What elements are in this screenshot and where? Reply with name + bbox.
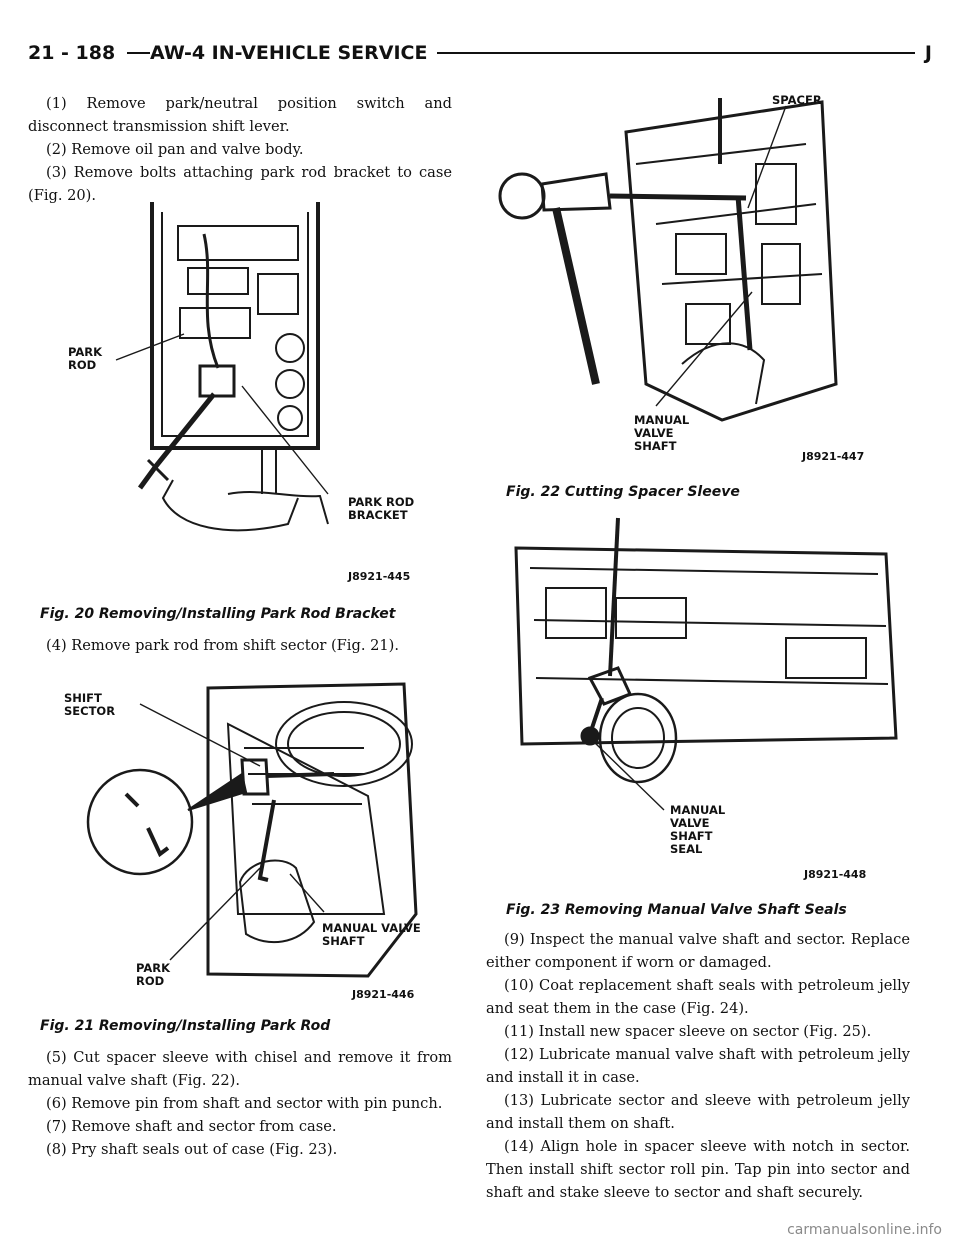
figure-code: J8921-447 <box>802 450 865 463</box>
label-park-rod: PARK ROD <box>68 345 103 372</box>
step-8: (8) Pry shaft seals out of case (Fig. 23… <box>46 1141 338 1158</box>
step-6: (6) Remove pin from shaft and sector wit… <box>46 1095 443 1112</box>
figure-21: SHIFT SECTOR MANUAL VALVE SHAFT PARK ROD… <box>28 664 452 1018</box>
page-number: 21 - 188 <box>28 38 128 68</box>
figure-20: PARK ROD PARK ROD BRACKET J8921-445 <box>28 198 452 598</box>
left-step-4: (4) Remove park rod from shift sector (F… <box>28 634 452 657</box>
figure-21-caption: Fig. 21 Removing/Installing Park Rod <box>40 1018 331 1034</box>
label-manual-valve-shaft-seal: MANUAL VALVE SHAFT SEAL <box>670 803 726 856</box>
label-park-rod-bracket: PARK ROD BRACKET <box>348 495 415 522</box>
left-steps-top: (1) Remove park/neutral position switch … <box>28 92 452 207</box>
figure-code: J8921-445 <box>348 570 411 583</box>
step-14: (14) Align hole in spacer sleeve with no… <box>486 1138 910 1201</box>
step-13: (13) Lubricate sector and sleeve with pe… <box>486 1092 910 1132</box>
step-2: (2) Remove oil pan and valve body. <box>46 141 304 158</box>
page-header: 21 - 188 AW-4 IN-VEHICLE SERVICE J <box>28 38 932 68</box>
manual-valve-shaft-seals-illustration <box>514 517 898 811</box>
cutting-spacer-sleeve-illustration <box>498 98 838 422</box>
figure-23: MANUAL VALVE SHAFT SEAL J8921-448 <box>486 508 910 896</box>
figure-code: J8921-446 <box>352 988 415 1001</box>
figure-20-caption: Fig. 20 Removing/Installing Park Rod Bra… <box>40 606 396 622</box>
shift-sector-illustration <box>86 682 418 978</box>
step-11: (11) Install new spacer sleeve on sector… <box>504 1023 872 1040</box>
label-spacer: SPACER <box>772 93 822 107</box>
section-letter: J <box>914 38 932 68</box>
header-rule <box>28 52 932 54</box>
label-manual-valve-shaft: MANUAL VALVE SHAFT <box>322 921 421 948</box>
figure-23-caption: Fig. 23 Removing Manual Valve Shaft Seal… <box>506 902 847 918</box>
step-9: (9) Inspect the manual valve shaft and s… <box>486 931 910 971</box>
figure-code: J8921-448 <box>804 868 867 881</box>
label-park-rod: PARK ROD <box>136 961 171 988</box>
left-steps-bottom: (5) Cut spacer sleeve with chisel and re… <box>28 1046 452 1161</box>
figure-22: SPACER MANUAL VALVE SHAFT J8921-447 <box>486 84 910 476</box>
right-steps: (9) Inspect the manual valve shaft and s… <box>486 928 910 1204</box>
park-rod-bracket-illustration <box>115 202 329 532</box>
step-5: (5) Cut spacer sleeve with chisel and re… <box>28 1049 452 1089</box>
step-3: (3) Remove bolts attaching park rod brac… <box>28 164 452 204</box>
section-title: AW-4 IN-VEHICLE SERVICE <box>150 38 438 68</box>
step-4: (4) Remove park rod from shift sector (F… <box>46 637 400 654</box>
step-1: (1) Remove park/neutral position switch … <box>28 95 452 135</box>
step-10: (10) Coat replacement shaft seals with p… <box>486 977 910 1017</box>
figure-22-caption: Fig. 22 Cutting Spacer Sleeve <box>506 484 740 500</box>
step-12: (12) Lubricate manual valve shaft with p… <box>486 1046 910 1086</box>
label-shift-sector: SHIFT SECTOR <box>64 691 116 718</box>
watermark[interactable]: carmanualsonline.info <box>787 1222 942 1238</box>
step-7: (7) Remove shaft and sector from case. <box>46 1118 337 1135</box>
label-manual-valve-shaft: MANUAL VALVE SHAFT <box>634 413 690 453</box>
